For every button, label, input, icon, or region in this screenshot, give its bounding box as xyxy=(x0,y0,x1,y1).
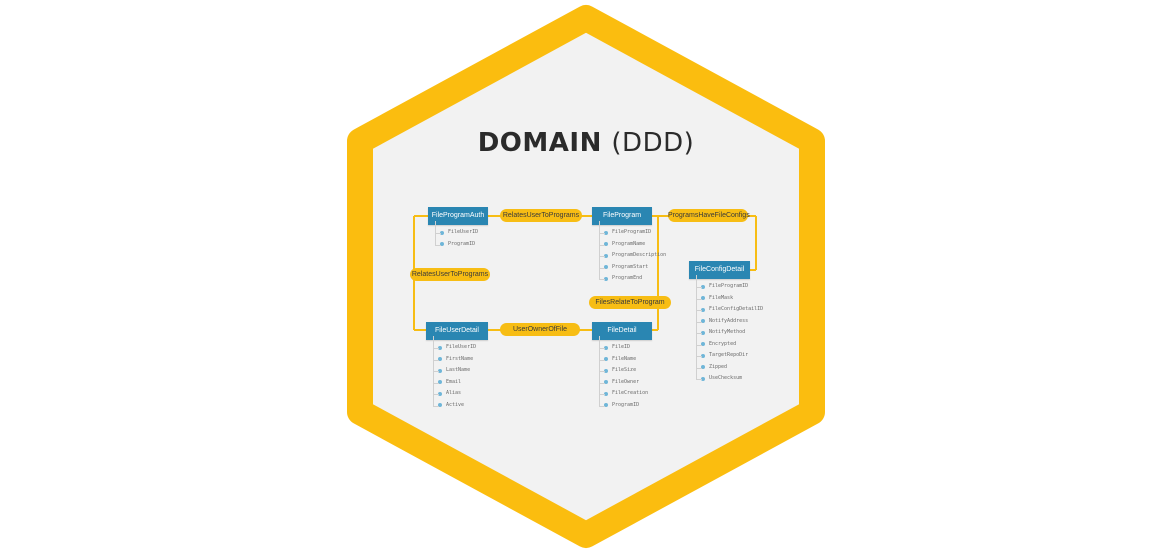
field-item: FileProgramID xyxy=(599,221,652,239)
entity-file-config-detail: FileConfigDetail FileProgramID FileMask … xyxy=(689,261,763,385)
entity-header: FileConfigDetail xyxy=(689,261,750,279)
field-item: FirstName xyxy=(433,347,488,366)
field-item: FileCreation xyxy=(599,382,652,400)
field-item: Active xyxy=(433,393,488,412)
field-item: UseChecksum xyxy=(696,367,750,385)
field-item: ProgramName xyxy=(599,232,652,251)
field-item: FileName xyxy=(599,347,652,366)
field-item: FileSize xyxy=(599,359,652,377)
entity-file-program-auth: FileProgramAuth FileUserID ProgramID xyxy=(428,207,488,250)
hexagon-shape xyxy=(347,5,825,548)
entity-header: FileProgramAuth xyxy=(428,207,488,225)
field-item: Encrypted xyxy=(696,332,750,351)
field-item: FileUserID xyxy=(433,336,488,354)
entity-file-user-detail: FileUserDetail FileUserID FirstName Last… xyxy=(426,322,488,411)
field-item: Alias xyxy=(433,382,488,400)
entity-header: FileDetail xyxy=(592,322,652,340)
relation-label: RelatesUserToPrograms xyxy=(500,209,582,222)
field-item: Zipped xyxy=(696,355,750,374)
field-item: FileConfigDetailID xyxy=(696,298,763,316)
field-list: FileUserID ProgramID xyxy=(428,221,488,251)
page-title: DOMAIN (DDD) xyxy=(386,128,786,158)
field-list: FileID FileName FileSize FileOwner FileC… xyxy=(592,336,652,412)
field-item: LastName xyxy=(433,359,488,377)
relation-label: RelatesUserToPrograms xyxy=(410,268,490,281)
title-strong: DOMAIN xyxy=(477,128,602,158)
entity-header: FileUserDetail xyxy=(426,322,488,340)
field-item: ProgramID xyxy=(599,393,652,412)
field-item: TargetRepoDir xyxy=(696,344,750,362)
relation-label: FilesRelateToProgram xyxy=(589,296,671,309)
field-item: ProgramStart xyxy=(599,255,652,274)
field-item: FileID xyxy=(599,336,652,354)
relation-label: ProgramsHaveFileConfigs xyxy=(668,209,750,222)
field-item: NotifyMethod xyxy=(696,321,750,339)
field-item: ProgramID xyxy=(435,232,488,251)
field-item: FileUserID xyxy=(435,221,488,239)
field-item: ProgramDescription xyxy=(599,244,666,262)
field-item: Email xyxy=(433,370,488,389)
field-list: FileProgramID FileMask FileConfigDetailI… xyxy=(689,275,763,385)
field-item: FileOwner xyxy=(599,370,652,389)
field-list: FileUserID FirstName LastName Email Alia… xyxy=(426,336,488,412)
field-list: FileProgramID ProgramName ProgramDescrip… xyxy=(592,221,666,285)
entity-file-program: FileProgram FileProgramID ProgramName Pr… xyxy=(592,207,666,285)
field-item: NotifyAddress xyxy=(696,309,750,328)
field-item: FileProgramID xyxy=(696,275,750,293)
relation-label: UserOwnerOfFile xyxy=(500,323,580,336)
entity-file-detail: FileDetail FileID FileName FileSize File… xyxy=(592,322,652,411)
field-item: ProgramEnd xyxy=(599,267,652,285)
entity-header: FileProgram xyxy=(592,207,652,225)
field-item: FileMask xyxy=(696,286,750,305)
title-light: (DDD) xyxy=(611,128,695,158)
